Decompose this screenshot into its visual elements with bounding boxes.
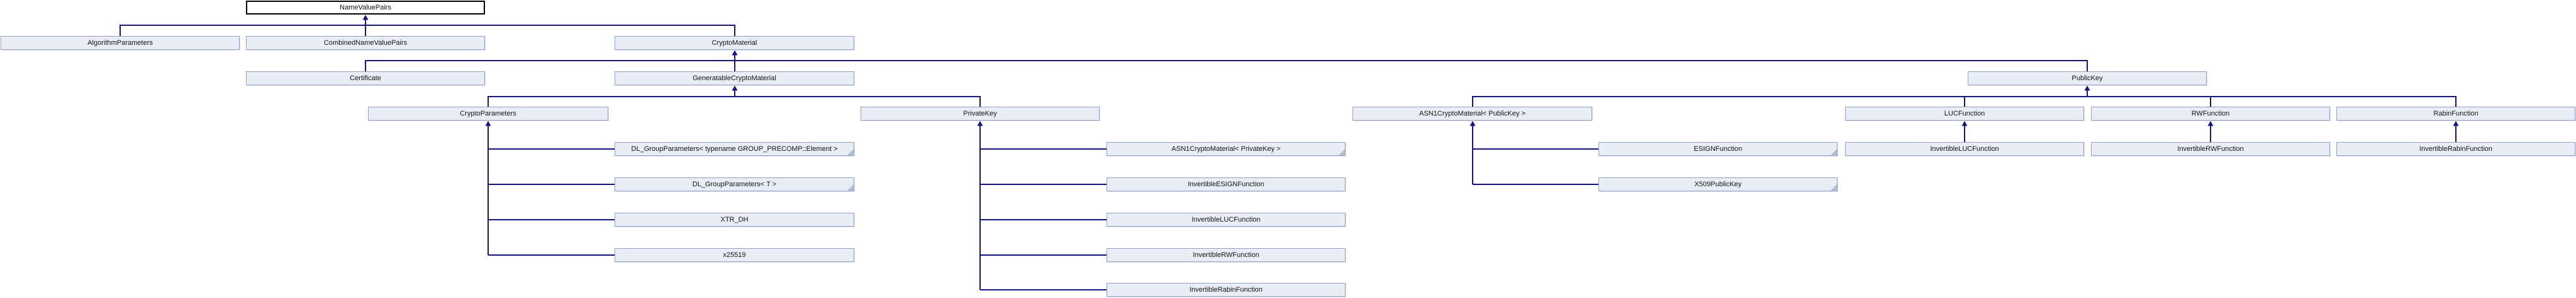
node-label: InvertibleLUCFunction xyxy=(1191,216,1261,224)
node-label: InvertibleLUCFunction xyxy=(1930,145,1999,153)
edge-bus-generatablecryptomaterial-children xyxy=(488,90,981,107)
node-dl-group-parameters-t[interactable]: DL_GroupParameters< T > xyxy=(615,177,854,191)
node-label: InvertibleRabinFunction xyxy=(2419,145,2493,153)
edge-trunk-asn1publickey-children xyxy=(1472,126,1598,185)
node-xtr-dh[interactable]: XTR_DH xyxy=(615,213,854,227)
node-invertible-esign-function[interactable]: InvertibleESIGNFunction xyxy=(1107,177,1346,191)
node-label: Certificate xyxy=(350,74,381,82)
node-invertible-rw-function-under-rw[interactable]: InvertibleRWFunction xyxy=(2091,142,2330,156)
edge-bus-namevaluepairs-children xyxy=(120,20,735,36)
node-generatable-crypto-material[interactable]: GeneratableCryptoMaterial xyxy=(615,71,854,85)
node-x25519[interactable]: x25519 xyxy=(615,248,854,262)
node-esign-function[interactable]: ESIGNFunction xyxy=(1598,142,1837,156)
node-label: CryptoMaterial xyxy=(711,39,757,47)
node-invertible-luc-function-under-luc[interactable]: InvertibleLUCFunction xyxy=(1845,142,2084,156)
node-dl-group-parameters-precomp[interactable]: DL_GroupParameters< typename GROUP_PRECO… xyxy=(615,142,854,156)
node-label: RabinFunction xyxy=(2433,110,2479,117)
node-label: PrivateKey xyxy=(963,110,997,117)
node-name-value-pairs: NameValuePairs xyxy=(246,1,485,15)
node-label: GeneratableCryptoMaterial xyxy=(692,74,776,82)
node-rabin-function[interactable]: RabinFunction xyxy=(2336,107,2575,121)
node-label: CombinedNameValuePairs xyxy=(324,39,407,47)
node-private-key[interactable]: PrivateKey xyxy=(861,107,1100,121)
node-asn1-crypto-material-public-key[interactable]: ASN1CryptoMaterial< PublicKey > xyxy=(1352,107,1592,121)
edge-trunk-privatekey-children xyxy=(979,126,1107,290)
node-label: NameValuePairs xyxy=(340,4,391,11)
node-combined-name-value-pairs[interactable]: CombinedNameValuePairs xyxy=(246,36,485,50)
node-label: DL_GroupParameters< typename GROUP_PRECO… xyxy=(631,145,838,153)
node-crypto-parameters[interactable]: CryptoParameters xyxy=(368,107,608,121)
node-label: DL_GroupParameters< T > xyxy=(692,181,776,188)
node-x509-public-key[interactable]: X509PublicKey xyxy=(1598,177,1837,191)
node-asn1-crypto-material-private-key[interactable]: ASN1CryptoMaterial< PrivateKey > xyxy=(1107,142,1346,156)
node-label: InvertibleRWFunction xyxy=(1193,251,1260,259)
node-label: LUCFunction xyxy=(1944,110,1985,117)
node-crypto-material[interactable]: CryptoMaterial xyxy=(615,36,854,50)
node-algorithm-parameters[interactable]: AlgorithmParameters xyxy=(1,36,240,50)
node-label: CryptoParameters xyxy=(460,110,517,117)
fold-corner-icon xyxy=(1339,149,1345,155)
node-luc-function[interactable]: LUCFunction xyxy=(1845,107,2084,121)
node-invertible-luc-function-under-private-key[interactable]: InvertibleLUCFunction xyxy=(1107,213,1346,227)
node-label: ASN1CryptoMaterial< PrivateKey > xyxy=(1171,145,1281,153)
fold-corner-icon xyxy=(1831,149,1837,155)
node-label: InvertibleRWFunction xyxy=(2177,145,2244,153)
node-label: ASN1CryptoMaterial< PublicKey > xyxy=(1419,110,1526,117)
node-invertible-rabin-function-under-private-key[interactable]: InvertibleRabinFunction xyxy=(1107,283,1346,297)
node-certificate[interactable]: Certificate xyxy=(246,71,485,85)
node-rw-function[interactable]: RWFunction xyxy=(2091,107,2330,121)
fold-corner-icon xyxy=(1831,184,1837,191)
node-label: AlgorithmParameters xyxy=(87,39,153,47)
node-invertible-rabin-function-under-rabin[interactable]: InvertibleRabinFunction xyxy=(2336,142,2575,156)
node-label: ESIGNFunction xyxy=(1693,145,1743,153)
node-label: RWFunction xyxy=(2191,110,2230,117)
edge-bus-publickey-children xyxy=(1472,90,2456,107)
fold-corner-icon xyxy=(847,184,854,191)
node-label: InvertibleESIGNFunction xyxy=(1187,181,1265,188)
node-label: XTR_DH xyxy=(720,216,749,224)
node-label: x25519 xyxy=(723,251,746,259)
node-public-key[interactable]: PublicKey xyxy=(1968,71,2207,85)
edge-bus-cryptomaterial-children xyxy=(365,55,2088,71)
node-label: InvertibleRabinFunction xyxy=(1189,286,1263,294)
node-label: PublicKey xyxy=(2071,74,2103,82)
edge-trunk-cryptoparameters-children xyxy=(488,126,615,256)
node-label: X509PublicKey xyxy=(1694,181,1742,188)
fold-corner-icon xyxy=(847,149,854,155)
node-invertible-rw-function-under-private-key[interactable]: InvertibleRWFunction xyxy=(1107,248,1346,262)
